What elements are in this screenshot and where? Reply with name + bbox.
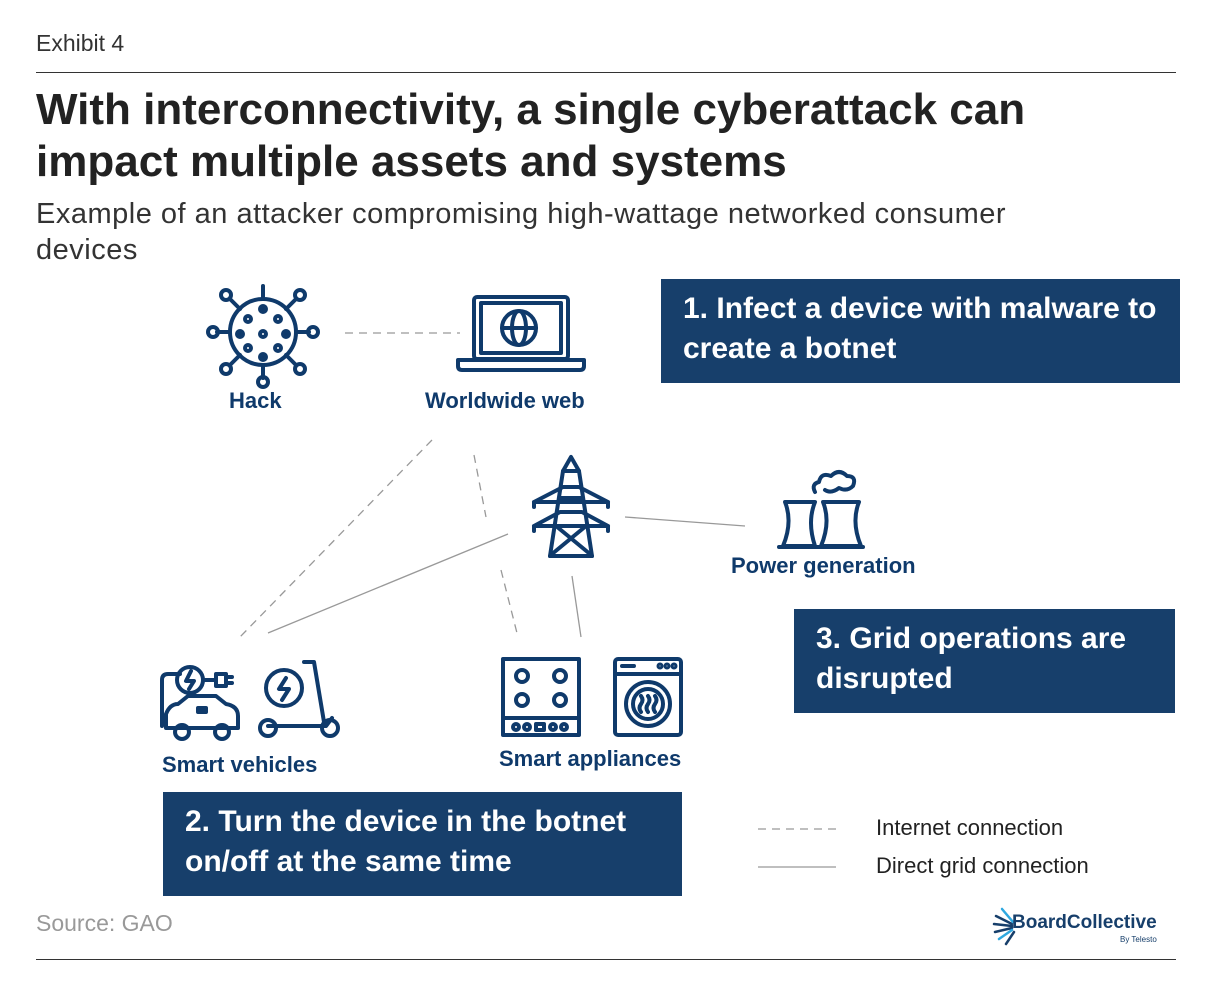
- logo-rays-icon: [992, 907, 1016, 946]
- node-label-vehicles: Smart vehicles: [162, 752, 318, 777]
- legend-internet-connection: Internet connection: [876, 815, 1064, 840]
- step-3-box: 3. Grid operations are disrupted: [794, 609, 1175, 713]
- boardcollective-logo: BoardCollective By Telesto: [990, 902, 1170, 950]
- logo-subtext: By Telesto: [1120, 935, 1157, 944]
- logo-wordmark: BoardCollective: [1012, 912, 1157, 933]
- exhibit-label: Exhibit 4: [36, 30, 125, 56]
- ev-car-scooter-icon: [160, 660, 340, 741]
- grid-connection-tower-vehicles: [267, 533, 509, 634]
- step-2-box: 2. Turn the device in the botnet on/off …: [163, 792, 682, 896]
- power-plant-icon: [777, 470, 865, 549]
- legend-direct-grid-connection: Direct grid connection: [876, 853, 1089, 878]
- stove-washer-icon: [501, 657, 683, 737]
- page-subtitle: Example of an attacker compromising high…: [36, 198, 1007, 266]
- top-divider: [36, 72, 1176, 73]
- transmission-tower-icon: [532, 455, 610, 558]
- laptop-globe-icon: [456, 295, 586, 372]
- internet-connection-web-appliances-b: [500, 569, 519, 638]
- grid-connection-tower-power: [624, 516, 746, 527]
- internet-connection-web-vehicles: [239, 439, 433, 638]
- node-label-power: Power generation: [731, 553, 916, 578]
- virus-icon: [206, 284, 320, 389]
- node-label-hack: Hack: [229, 388, 282, 413]
- bottom-divider: [36, 959, 1176, 960]
- source-note: Source: GAO: [36, 910, 173, 936]
- grid-connection-tower-appliances: [571, 575, 582, 638]
- node-label-appliances: Smart appliances: [499, 746, 682, 771]
- step-1-box: 1. Infect a device with malware to creat…: [661, 279, 1180, 383]
- node-label-web: Worldwide web: [425, 388, 585, 413]
- internet-connection-web-appliances-a: [473, 454, 487, 518]
- page-title: With interconnectivity, a single cyberat…: [36, 85, 1026, 186]
